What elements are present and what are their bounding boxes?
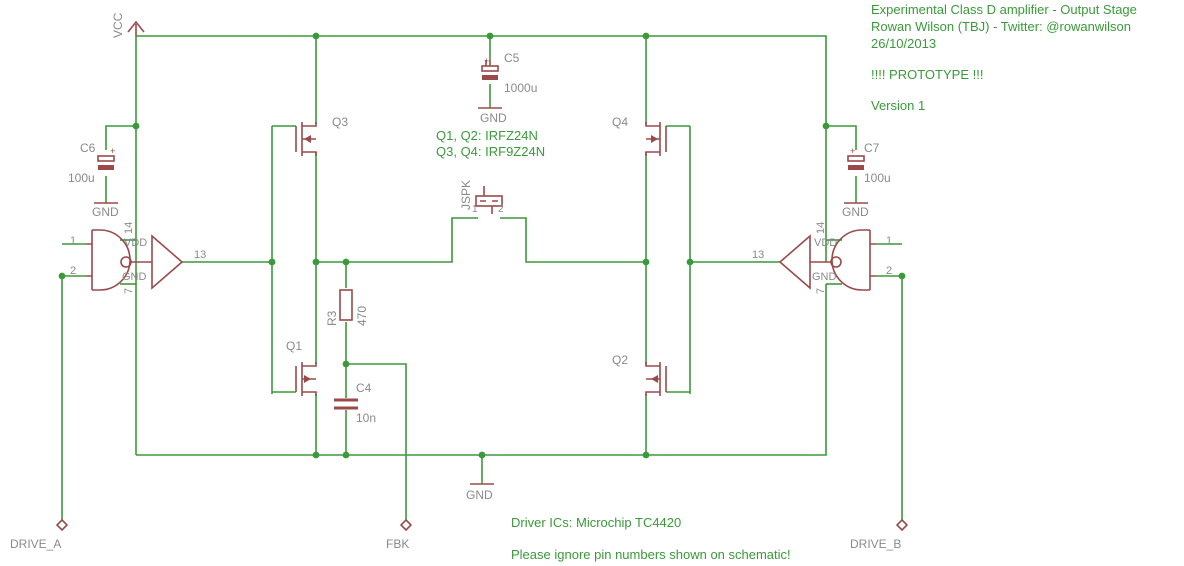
junction-dot — [642, 258, 650, 266]
junction-dots — [58, 32, 906, 459]
q1-label: Q1 — [286, 339, 302, 353]
mosfet-q4: Q4 — [612, 115, 667, 156]
gnd-label-c5: GND — [480, 111, 507, 125]
note-date: 26/10/2013 — [871, 36, 936, 51]
drv-a-vdd: VDD — [124, 237, 147, 249]
junction-dot — [312, 258, 320, 266]
drv-b-pin14: 14 — [815, 222, 827, 234]
junction-dot — [342, 360, 350, 368]
svg-text:+: + — [850, 146, 855, 156]
note-prototype: !!!! PROTOTYPE !!! — [871, 67, 983, 82]
terminal-fbk: FBK — [386, 518, 413, 551]
c7-value: 100u — [864, 171, 891, 185]
drv-a-pin7: 7 — [123, 288, 135, 294]
capacitor-c4: C4 10n — [334, 381, 376, 425]
junction-dot — [478, 451, 486, 459]
drv-a-pin1: 1 — [70, 235, 76, 247]
drv-b-pin2: 2 — [886, 265, 892, 277]
note-mosfets-p: Q3, Q4: IRF9Z24N — [436, 144, 545, 159]
drv-a-gnd: GND — [122, 271, 147, 283]
notes-block: Experimental Class D amplifier - Output … — [436, 2, 1137, 562]
junction-dot — [312, 451, 320, 459]
q4-label: Q4 — [612, 115, 628, 129]
r3-name: R3 — [325, 310, 339, 326]
drv-a-pin14: 14 — [123, 222, 135, 234]
q3-label: Q3 — [332, 115, 348, 129]
drv-b-pin7: 7 — [815, 288, 827, 294]
note-ignore: Please ignore pin numbers shown on schem… — [511, 547, 791, 562]
junction-dot — [822, 122, 830, 130]
c6-value: 100u — [68, 171, 95, 185]
junction-dot — [898, 272, 906, 280]
r3-value: 470 — [355, 306, 369, 326]
drv-b-gnd: GND — [812, 271, 837, 283]
driver-ic-right: 1 2 13 VDD GND 14 7 — [752, 222, 892, 294]
drive-b-label: DRIVE_B — [850, 537, 901, 551]
junction-dot — [342, 451, 350, 459]
driver-ic-left: 1 2 13 VDD GND 14 7 — [70, 222, 206, 294]
drv-b-vdd: VDD — [814, 237, 837, 249]
capacitor-c7: + C7 100u — [847, 141, 891, 185]
junction-dot — [312, 32, 320, 40]
jspk-pin2: 2 — [498, 204, 504, 215]
vcc-label: VCC — [111, 12, 125, 38]
resistor-r3: R3 470 — [325, 289, 369, 326]
junction-dot — [132, 122, 140, 130]
terminal-drive-a: DRIVE_A — [10, 518, 69, 551]
mosfet-q1: Q1 — [286, 339, 317, 396]
mosfet-q3: Q3 — [295, 115, 348, 156]
drv-b-pin13: 13 — [752, 249, 764, 261]
c5-name: C5 — [504, 51, 520, 65]
note-driver: Driver ICs: Microchip TC4420 — [511, 515, 681, 530]
junction-dot — [486, 32, 494, 40]
drive-a-label: DRIVE_A — [10, 537, 61, 551]
note-title: Experimental Class D amplifier - Output … — [871, 2, 1137, 17]
c4-value: 10n — [356, 411, 376, 425]
mosfet-q2: Q2 — [612, 353, 667, 396]
svg-text:+: + — [110, 146, 115, 156]
junction-dot — [642, 32, 650, 40]
gnd-label-main: GND — [466, 488, 493, 502]
fbk-label: FBK — [386, 537, 409, 551]
jspk-label: JSPK — [459, 180, 473, 210]
c5-value: 1000u — [504, 81, 537, 95]
speaker-connector: JSPK 1 2 — [459, 180, 504, 215]
gnd-symbols: GND GND GND GND — [92, 107, 869, 502]
note-mosfets-n: Q1, Q2: IRFZ24N — [436, 128, 538, 143]
drv-a-pin13: 13 — [194, 249, 206, 261]
gnd-label-c6: GND — [92, 205, 119, 219]
svg-text:+: + — [484, 56, 489, 66]
capacitor-c5: + C5 1000u — [481, 51, 537, 95]
note-author: Rowan Wilson (TBJ) - Twitter: @rowanwils… — [871, 19, 1131, 34]
c6-name: C6 — [80, 141, 96, 155]
junction-dot — [686, 258, 694, 266]
gnd-label-c7: GND — [842, 205, 869, 219]
drv-b-pin1: 1 — [886, 235, 892, 247]
c4-name: C4 — [356, 381, 372, 395]
c7-name: C7 — [864, 141, 880, 155]
junction-dot — [342, 258, 350, 266]
junction-dot — [642, 451, 650, 459]
drv-a-pin2: 2 — [70, 265, 76, 277]
q2-label: Q2 — [612, 353, 628, 367]
vcc-symbol: VCC — [111, 12, 145, 38]
terminal-drive-b: DRIVE_B — [850, 518, 909, 551]
junction-dot — [268, 258, 276, 266]
note-version: Version 1 — [871, 98, 925, 113]
junction-dot — [58, 272, 66, 280]
jspk-pin1: 1 — [472, 204, 478, 215]
capacitor-c6: + C6 100u — [68, 141, 115, 185]
